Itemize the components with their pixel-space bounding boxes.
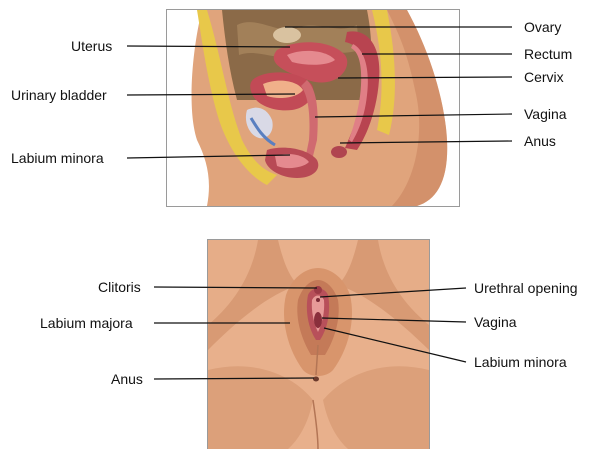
label-labium-minora-top: Labium minora [11,150,104,166]
clitoris-leader-line [154,287,317,288]
vagina-top-leader-line [315,114,512,117]
uterus-leader-line [127,46,290,47]
label-cervix: Cervix [524,69,564,85]
label-vagina-bottom: Vagina [474,314,517,330]
label-labium-majora: Labium majora [40,315,133,331]
urethral-opening-leader-line [320,288,466,297]
vagina-bottom-leader-line [322,318,466,322]
anus-top-leader-line [340,141,512,143]
cervix-leader-line [338,77,512,78]
anus-bottom-leader-line [154,378,314,379]
label-uterus: Uterus [71,38,112,54]
label-urinary-bladder: Urinary bladder [11,87,107,103]
label-rectum: Rectum [524,46,572,62]
urinary-bladder-leader-line [127,94,295,95]
label-urethral-opening: Urethral opening [474,280,578,296]
labium-minora-bottom-leader-line [324,328,466,362]
label-anus-top: Anus [524,133,556,149]
label-ovary: Ovary [524,19,561,35]
label-vagina-top: Vagina [524,106,567,122]
label-labium-minora-bottom: Labium minora [474,354,567,370]
label-anus-bottom: Anus [111,371,143,387]
labium-minora-top-leader-line [127,155,290,158]
label-clitoris: Clitoris [98,279,141,295]
